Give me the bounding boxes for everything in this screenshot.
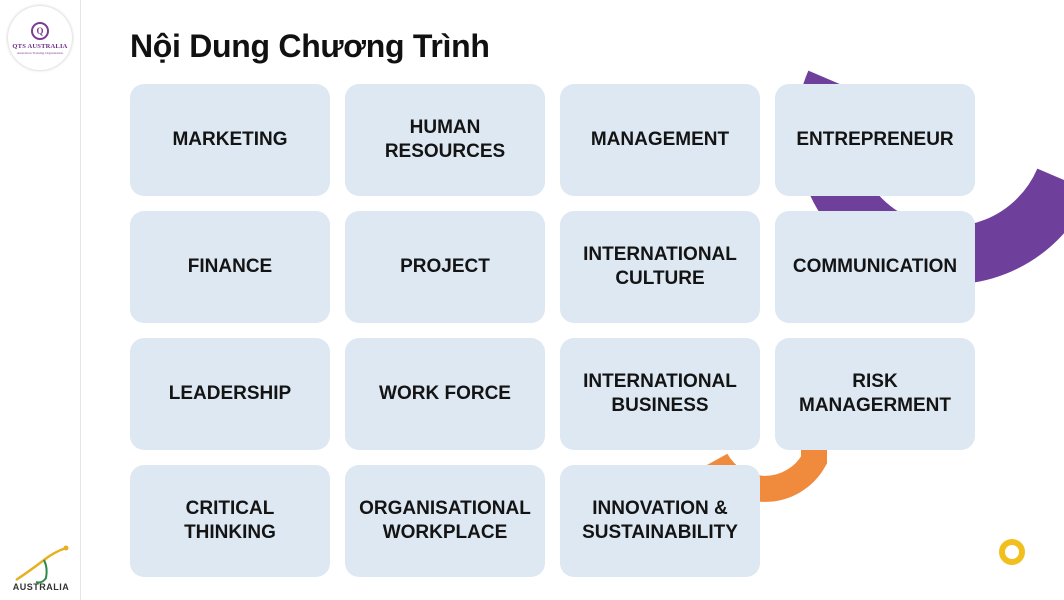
yellow-ring-decoration xyxy=(999,539,1025,565)
topic-tile-leadership: LEADERSHIP xyxy=(130,338,330,450)
logo-subtitle: Australian Training Organisation xyxy=(16,50,64,55)
topic-tile-communication: COMMUNICATION xyxy=(775,211,975,323)
logo-name: QTS AUSTRALIA xyxy=(12,42,68,50)
footer-logo-label: AUSTRALIA xyxy=(12,582,70,592)
topic-tile-work-force: WORK FORCE xyxy=(345,338,545,450)
topic-tile-management: MANAGEMENT xyxy=(560,84,760,196)
left-divider xyxy=(80,0,81,600)
topic-tile-finance: FINANCE xyxy=(130,211,330,323)
topic-tile-international-business: INTERNATIONAL BUSINESS xyxy=(560,338,760,450)
topic-tile-innovation-sustainability: INNOVATION & SUSTAINABILITY xyxy=(560,465,760,577)
topic-tile-entrepreneur: ENTREPRENEUR xyxy=(775,84,975,196)
topic-tile-marketing: MARKETING xyxy=(130,84,330,196)
topic-tile-risk-management: RISK MANAGERMENT xyxy=(775,338,975,450)
topic-tile-critical-thinking: CRITICAL THINKING xyxy=(130,465,330,577)
page-title: Nội Dung Chương Trình xyxy=(130,28,490,64)
topic-tile-organisational-workplace: ORGANISATIONAL WORKPLACE xyxy=(345,465,545,577)
logo-q-mark: Q xyxy=(31,21,49,40)
program-topics-grid: MARKETING HUMAN RESOURCES MANAGEMENT ENT… xyxy=(130,84,975,577)
qts-australia-logo: Q QTS AUSTRALIA Australian Training Orga… xyxy=(8,6,72,70)
topic-tile-human-resources: HUMAN RESOURCES xyxy=(345,84,545,196)
topic-tile-international-culture: INTERNATIONAL CULTURE xyxy=(560,211,760,323)
australia-kangaroo-logo xyxy=(15,545,69,584)
topic-tile-project: PROJECT xyxy=(345,211,545,323)
